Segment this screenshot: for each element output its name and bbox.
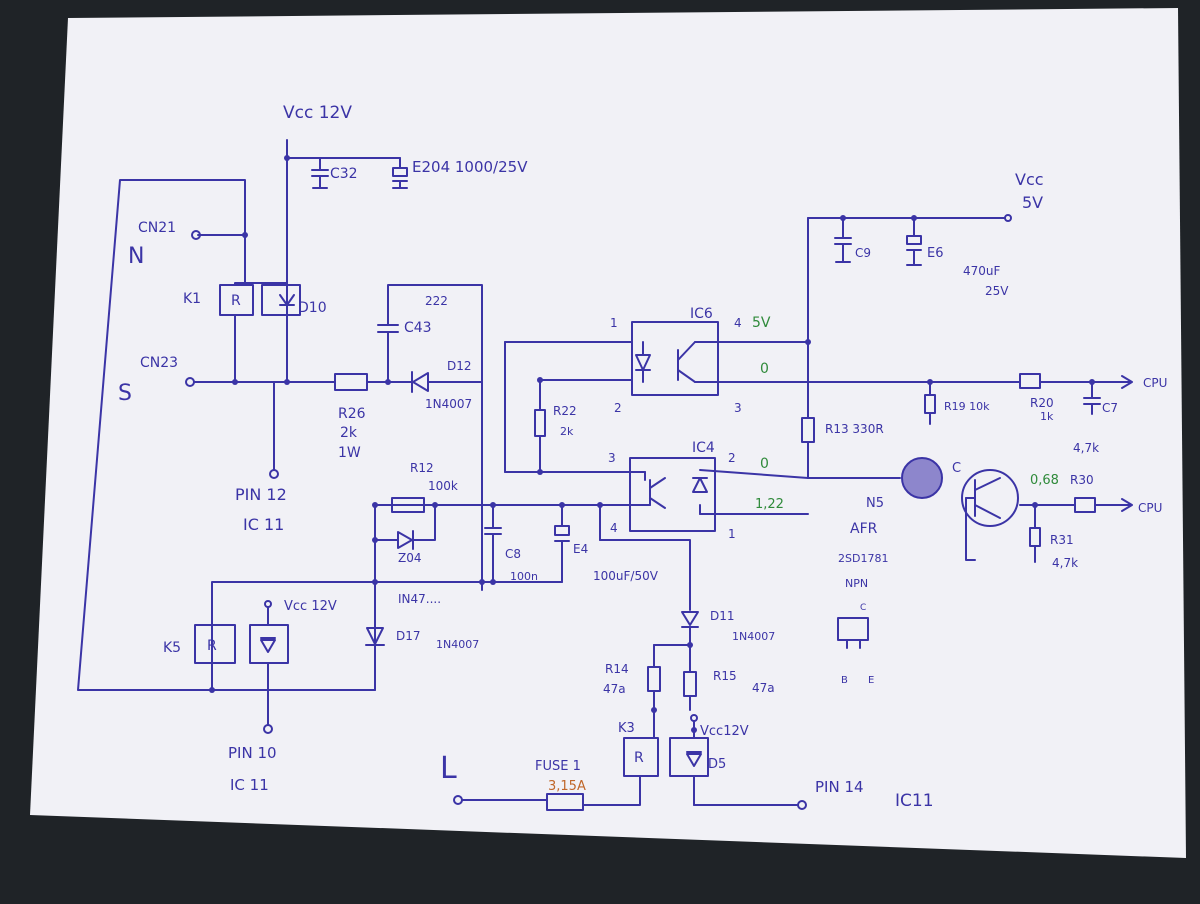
label-in47: IN47.... [398, 592, 441, 606]
label-pin10: PIN 10 [228, 744, 277, 762]
label-ic11-a: IC 11 [243, 515, 284, 534]
label-c8-val: 100n [510, 570, 538, 583]
label-068: 0,68 [1030, 473, 1059, 488]
label-vcc12-k3: Vcc12V [700, 724, 749, 739]
label-ic6-pin1: 1 [610, 316, 618, 330]
label-r30: R30 [1070, 473, 1094, 487]
label-r15: R15 [713, 669, 737, 683]
label-pkg-c: C [860, 603, 866, 613]
label-npn: NPN [845, 577, 868, 590]
label-cpu-2: CPU [1138, 501, 1162, 515]
label-fuse-val: 3,15A [548, 779, 586, 794]
label-part: 2SD1781 [838, 552, 888, 565]
label-r14: R14 [605, 662, 629, 676]
label-cn21: CN21 [138, 220, 176, 236]
label-r12: R12 [410, 461, 434, 475]
label-pkg-b: B [841, 675, 848, 686]
label-r15-val: 47a [752, 681, 775, 695]
label-afr: AFR [850, 521, 878, 537]
label-pin12: PIN 12 [235, 485, 287, 504]
label-r22-val: 2k [560, 425, 574, 438]
label-e204: E204 1000/25V [412, 158, 528, 176]
label-c: C [952, 461, 961, 476]
label-r19: R19 10k [944, 400, 990, 413]
label-ic11-c: IC11 [895, 791, 934, 811]
label-r31: R31 [1050, 533, 1074, 547]
label-vcc12-k5: Vcc 12V [284, 599, 337, 614]
junction-dots [209, 155, 1095, 733]
label-k1-r: R [231, 293, 241, 309]
label-fuse: FUSE 1 [535, 759, 581, 774]
label-pin14: PIN 14 [815, 778, 864, 796]
label-ic4-pin4: 4 [610, 521, 618, 535]
label-c32: C32 [330, 166, 358, 182]
paper-sheet [30, 8, 1186, 858]
label-r31-val: 4,7k [1052, 556, 1078, 570]
label-z04: Z04 [398, 551, 422, 565]
label-c43: C43 [404, 320, 432, 336]
label-k3-r: R [634, 750, 644, 766]
label-e4-val: 100uF/50V [593, 569, 659, 583]
label-ic4-zero: 0 [760, 456, 769, 472]
label-d17-type: 1N4007 [436, 638, 479, 651]
label-r12-val: 100k [428, 479, 458, 493]
circuit-wires [77, 139, 1133, 811]
label-d5: D5 [708, 757, 726, 772]
label-ic6-pin4: 4 [734, 316, 742, 330]
label-vcc5-v: 5V [1022, 193, 1043, 212]
label-d12: D12 [447, 359, 472, 373]
label-222: 222 [425, 294, 448, 308]
label-e6: E6 [927, 246, 944, 261]
label-r26-val: 2k [340, 425, 358, 441]
label-r30-val: 4,7k [1073, 441, 1099, 455]
label-c7: C7 [1102, 401, 1118, 415]
label-l: L [440, 751, 457, 786]
label-vcc5: Vcc [1015, 170, 1044, 189]
label-cpu-1: CPU [1143, 376, 1167, 390]
label-ic4: IC4 [692, 440, 715, 456]
label-ic6-pin3: 3 [734, 401, 742, 415]
label-vcc12-top: Vcc 12V [283, 103, 352, 123]
label-k5-r: R [207, 638, 217, 654]
label-e4: E4 [573, 542, 588, 556]
label-k1: K1 [183, 291, 201, 307]
label-k5: K5 [163, 640, 181, 656]
label-c9: C9 [855, 246, 871, 260]
label-ic11-b: IC 11 [230, 776, 269, 794]
label-d11-type: 1N4007 [732, 630, 775, 643]
label-r22: R22 [553, 404, 577, 418]
label-ic4-pin3: 3 [608, 451, 616, 465]
label-r26: R26 [338, 406, 366, 422]
label-r14-val: 47a [603, 682, 626, 696]
label-pkg-e: E [868, 675, 874, 686]
label-ic4-pin1: 1 [728, 527, 736, 541]
label-n: N [128, 244, 144, 269]
label-e6-val: 470uF [963, 264, 1001, 278]
label-k3: K3 [618, 721, 635, 736]
label-ic6-zero: 0 [760, 361, 769, 377]
label-r20: R20 [1030, 396, 1054, 410]
label-ic6: IC6 [690, 306, 713, 322]
label-ic6-pin2: 2 [614, 401, 622, 415]
label-ic4-pin2: 2 [728, 451, 736, 465]
label-ic4-122: 1,22 [755, 497, 784, 512]
label-c8: C8 [505, 547, 521, 561]
label-d11: D11 [710, 609, 735, 623]
label-s: S [118, 381, 132, 406]
label-d12-type: 1N4007 [425, 397, 472, 411]
label-r20-val: 1k [1040, 410, 1054, 423]
label-r26-watt: 1W [338, 445, 361, 461]
component-labels: Vcc 12V C32 E204 1000/25V CN21 N K1 R D1… [118, 103, 1167, 811]
label-e6-v: 25V [985, 284, 1009, 298]
label-ic6-5v: 5V [752, 315, 771, 331]
label-d10: D10 [298, 300, 327, 316]
label-cn23: CN23 [140, 355, 178, 371]
label-r13: R13 330R [825, 422, 884, 436]
scribble-mark [901, 457, 943, 499]
label-d17: D17 [396, 629, 421, 643]
label-n5: N5 [866, 496, 884, 511]
